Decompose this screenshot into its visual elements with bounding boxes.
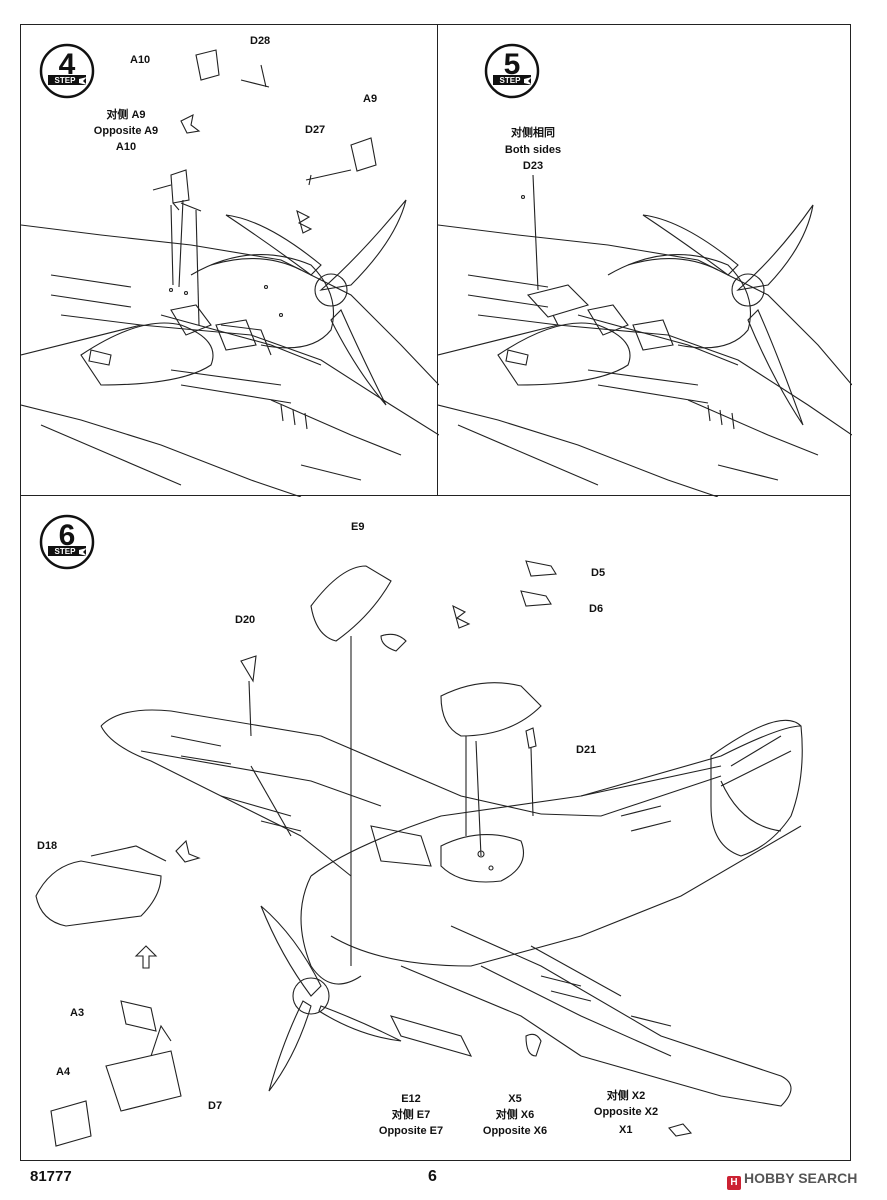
- step-5-drawing: [438, 174, 852, 497]
- label-e12: E12: [401, 1093, 421, 1105]
- label-d7: D7: [208, 1100, 223, 1112]
- label-both-sides-en: Both sides: [504, 144, 562, 156]
- watermark-text: HOBBY SEARCH: [744, 1170, 858, 1186]
- step-6-word: STEP: [55, 547, 77, 556]
- label-both-sides-cn: 对侧相同: [511, 127, 555, 139]
- label-a10-top: A10: [130, 54, 151, 66]
- label-d20: D20: [235, 614, 256, 626]
- label-a3: A3: [70, 1007, 85, 1019]
- label-d5: D5: [591, 567, 606, 579]
- label-a4: A4: [56, 1066, 71, 1078]
- label-opposite-e7-en: Opposite E7: [378, 1125, 444, 1137]
- label-opposite-x2-en: Opposite X2: [593, 1106, 659, 1118]
- label-opposite-a9-cn: 对侧 A9: [106, 109, 146, 121]
- step-6-panel: 6 STEP E9 D20 D5 D6 D21 D18 A3 A4 D7 E12…: [20, 495, 851, 1161]
- label-a9-top: A9: [363, 93, 378, 105]
- label-opposite-a9-en: Opposite A9: [93, 125, 159, 137]
- step-5-number: 5: [504, 48, 521, 81]
- step-4-number: 4: [59, 48, 76, 81]
- label-d21: D21: [576, 744, 597, 756]
- label-d6: D6: [589, 603, 604, 615]
- label-opposite-e7-cn: 对侧 E7: [391, 1109, 431, 1121]
- step-4-word: STEP: [55, 76, 77, 85]
- step-5-word: STEP: [500, 76, 522, 85]
- label-d18: D18: [37, 840, 58, 852]
- page-number: 6: [428, 1168, 437, 1185]
- label-opposite-x2-cn: 对侧 X2: [606, 1090, 646, 1102]
- step-4-drawing: [21, 49, 439, 497]
- label-x5: X5: [508, 1093, 522, 1105]
- step-5-panel: 5 STEP 对侧相同 Both sides D23: [437, 24, 852, 497]
- step-5-badge: 5 STEP: [484, 43, 540, 99]
- step-6-badge: 6 STEP: [39, 514, 95, 570]
- label-opposite-a10: A10: [115, 141, 137, 153]
- step-4-badge: 4 STEP: [39, 43, 95, 99]
- label-x1: X1: [619, 1124, 633, 1136]
- label-d23: D23: [522, 160, 544, 172]
- step-4-panel: 4 STEP A10 D28 A9 D27 对侧 A9 Opposite A9 …: [20, 24, 439, 497]
- label-d28: D28: [250, 35, 271, 47]
- step-6-drawing: [35, 560, 803, 1147]
- label-opposite-x6-en: Opposite X6: [482, 1125, 548, 1137]
- watermark-logo-icon: H: [727, 1176, 741, 1190]
- label-opposite-x6-cn: 对侧 X6: [495, 1109, 535, 1121]
- product-number: 81777: [30, 1168, 72, 1185]
- step-6-number: 6: [59, 519, 76, 552]
- label-d27: D27: [305, 124, 326, 136]
- label-e9: E9: [351, 521, 365, 533]
